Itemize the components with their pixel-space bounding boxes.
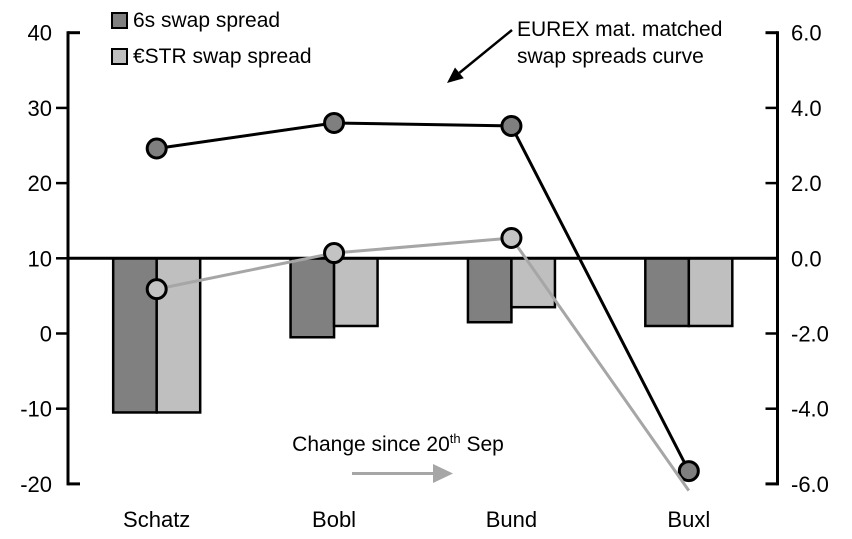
annotation-eurex-line2: swap spreads curve bbox=[517, 45, 704, 68]
bar-6s-buxl bbox=[644, 257, 691, 328]
left-axis-label: 40 bbox=[28, 21, 52, 46]
right-axis-label: 6.0 bbox=[791, 21, 822, 46]
change-arrow-head-icon bbox=[433, 464, 453, 483]
annotation-eurex-line1: EUREX mat. matched bbox=[517, 18, 723, 41]
line-path-6s-level bbox=[156, 121, 691, 472]
right-axis-label: 2.0 bbox=[791, 171, 822, 196]
marker-estr-level-bobl bbox=[323, 242, 346, 265]
right-axis-label: 4.0 bbox=[791, 96, 822, 121]
marker-6s-level-bobl bbox=[323, 111, 346, 134]
eurex-arrow-shaft bbox=[458, 29, 513, 74]
marker-6s-level-bund bbox=[500, 114, 523, 137]
left-axis-label: -20 bbox=[20, 472, 52, 497]
marker-6s-level-schatz bbox=[145, 137, 168, 160]
line-6s-level bbox=[145, 111, 700, 483]
annotation-eurex: EUREX mat. matched swap spreads curve bbox=[517, 16, 722, 70]
marker-6s-level-buxl bbox=[677, 460, 700, 483]
marker-estr-level-schatz bbox=[145, 278, 168, 301]
bars-layer bbox=[111, 257, 734, 414]
line-path-estr-level bbox=[156, 236, 691, 492]
legend-item-estr: €STR swap spread bbox=[111, 45, 312, 68]
annotation-change-prefix: Change since 20 bbox=[292, 433, 450, 456]
legend-swatch-6s-icon bbox=[111, 12, 128, 29]
legend: 6s swap spread €STR swap spread bbox=[111, 9, 312, 81]
legend-swatch-estr-icon bbox=[111, 48, 128, 65]
bar-6s-bund bbox=[466, 257, 513, 324]
bar-6s-bobl bbox=[289, 257, 336, 339]
legend-label-6s: 6s swap spread bbox=[133, 9, 281, 32]
right-axis-label: 0.0 bbox=[791, 246, 822, 271]
annotation-change-suffix: Sep bbox=[460, 433, 504, 456]
left-axis-label: 30 bbox=[28, 96, 52, 121]
bar-estr-buxl bbox=[687, 257, 734, 328]
line-estr-level bbox=[145, 226, 691, 492]
axis-labels: 403020100-10-206.04.02.00.0-2.0-4.0-6.0S… bbox=[20, 21, 829, 532]
bar-estr-bobl bbox=[332, 257, 379, 328]
annotation-change-sup: th bbox=[449, 431, 461, 446]
left-axis-label: 0 bbox=[40, 321, 52, 346]
right-axis-label: -4.0 bbox=[791, 397, 829, 422]
annotation-change: Change since 20th Sep bbox=[278, 431, 518, 457]
axes bbox=[56, 31, 779, 486]
category-label-schatz: Schatz bbox=[123, 507, 190, 532]
category-label-buxl: Buxl bbox=[667, 507, 710, 532]
annotation-arrows bbox=[352, 29, 513, 483]
marker-estr-level-bund bbox=[500, 226, 523, 249]
left-axis-label: -10 bbox=[20, 397, 52, 422]
category-label-bund: Bund bbox=[486, 507, 537, 532]
right-axis-label: -6.0 bbox=[791, 472, 829, 497]
left-axis-label: 20 bbox=[28, 171, 52, 196]
eurex-arrow-head-icon bbox=[447, 67, 464, 83]
right-axis-label: -2.0 bbox=[791, 322, 829, 347]
legend-item-6s: 6s swap spread bbox=[111, 9, 312, 32]
bar-estr-bund bbox=[510, 257, 557, 309]
left-axis-label: 10 bbox=[28, 246, 52, 271]
category-label-bobl: Bobl bbox=[312, 507, 356, 532]
legend-label-estr: €STR swap spread bbox=[133, 45, 312, 68]
